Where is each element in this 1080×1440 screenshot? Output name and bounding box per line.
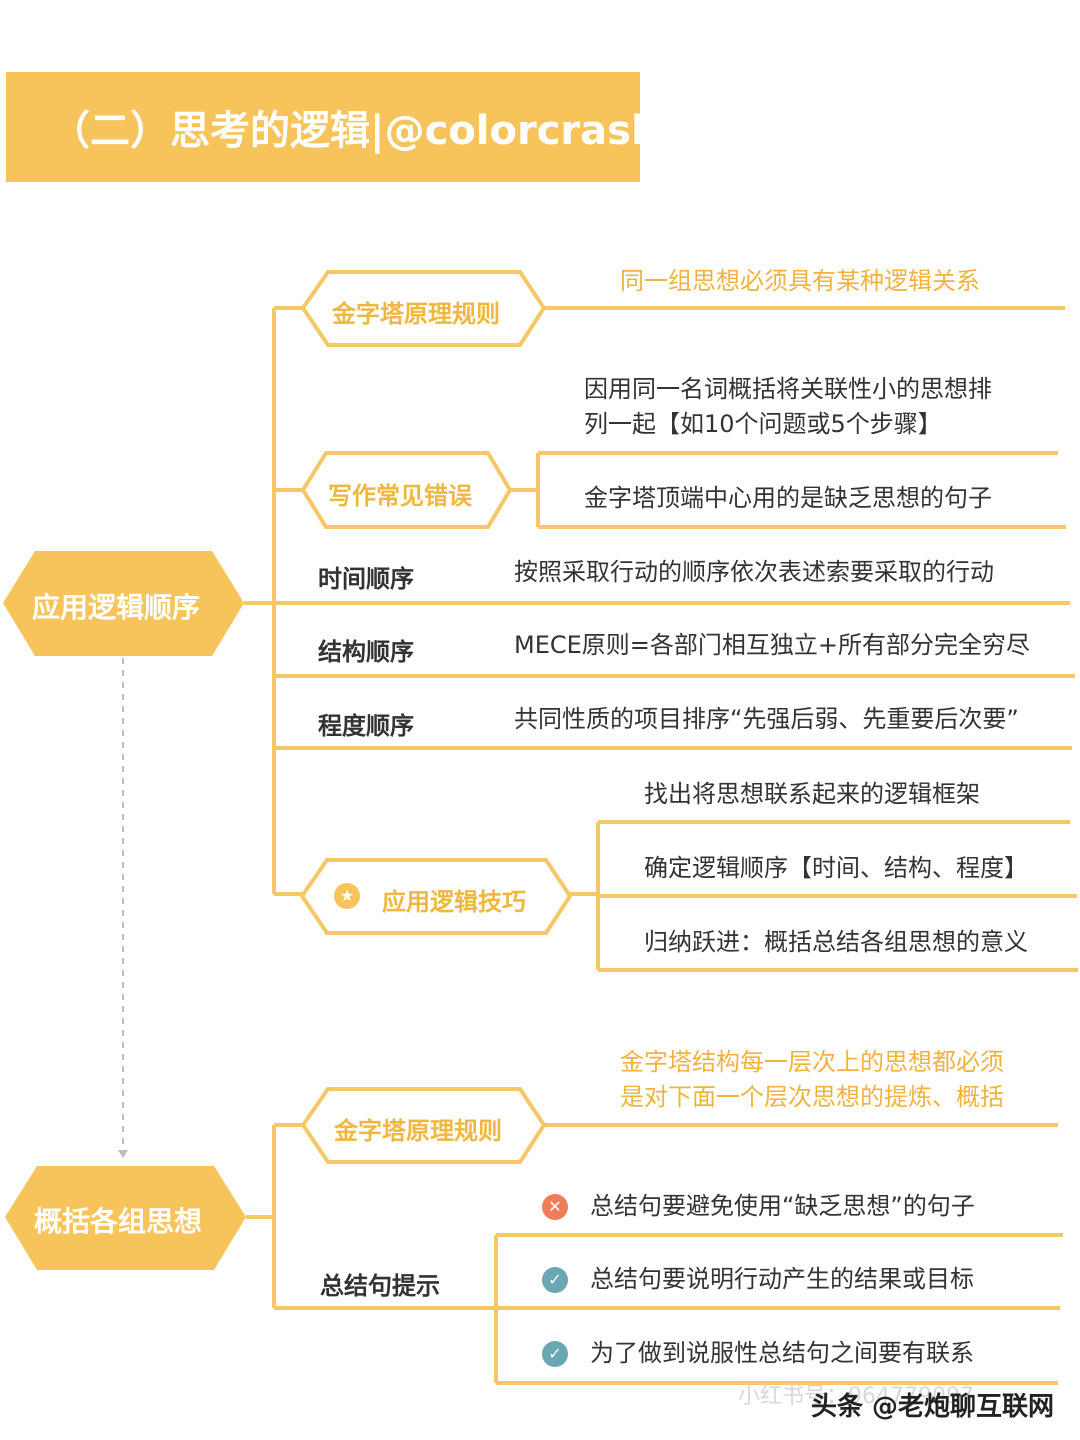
error-item: 因用同一名词概括将关联性小的思想排	[584, 375, 992, 403]
root-node-apply-order: 应用逻辑顺序	[32, 591, 201, 624]
node-common-errors: 写作常见错误	[328, 482, 472, 510]
node-pyramid-rule: 金字塔原理规则	[332, 300, 500, 328]
skill-item: 归纳跃进：概括总结各组思想的意义	[644, 928, 1028, 956]
rule-text: 同一组思想必须具有某种逻辑关系	[620, 267, 980, 295]
node-hexagon	[300, 270, 547, 347]
order-label-structure: 结构顺序	[318, 638, 414, 666]
summary-item: 总结句要避免使用“缺乏思想”的句子	[590, 1192, 975, 1220]
check-icon: ✓	[542, 1267, 568, 1293]
order-text-structure: MECE原则=各部门相互独立+所有部分完全穷尽	[514, 631, 1031, 659]
root-hexagon	[5, 1166, 246, 1270]
node-pyramid-rule-2: 金字塔原理规则	[334, 1117, 502, 1145]
arrow-down-icon	[118, 1150, 128, 1158]
skill-item: 确定逻辑顺序【时间、结构、程度】	[644, 854, 1028, 882]
rule-text-line: 金字塔结构每一层次上的思想都必须	[620, 1048, 1004, 1076]
node-hexagon	[300, 451, 513, 529]
footer-credit: 头条 @老炮聊互联网	[810, 1392, 1054, 1422]
skill-item: 找出将思想联系起来的逻辑框架	[644, 780, 980, 808]
star-icon: ★	[334, 883, 360, 909]
order-label-time: 时间顺序	[318, 565, 414, 593]
watermark-text: 小红书号：964779097	[738, 1384, 974, 1409]
error-item: 金字塔顶端中心用的是缺乏思想的句子	[584, 484, 992, 512]
check-icon: ✓	[542, 1341, 568, 1367]
error-item: 列一起【如10个问题或5个步骤】	[584, 410, 942, 438]
rule-text-line: 是对下面一个层次思想的提炼、概括	[620, 1083, 1004, 1111]
page-title: （二）思考的逻辑|@colorcrash	[50, 108, 660, 154]
node-hexagon	[299, 858, 573, 935]
summary-item: 为了做到说服性总结句之间要有联系	[590, 1339, 974, 1367]
summary-item: 总结句要说明行动产生的结果或目标	[590, 1265, 974, 1293]
x-icon: ✕	[542, 1194, 568, 1220]
node-summary-tips: 总结句提示	[320, 1272, 440, 1300]
node-hexagon	[300, 1087, 547, 1164]
order-text-time: 按照采取行动的顺序依次表述索要采取的行动	[514, 558, 994, 586]
order-text-degree: 共同性质的项目排序“先强后弱、先重要后次要”	[514, 705, 1019, 733]
root-hexagon	[3, 551, 244, 656]
root-node-summarize: 概括各组思想	[34, 1205, 203, 1238]
order-label-degree: 程度顺序	[318, 712, 414, 740]
title-banner: （二）思考的逻辑|@colorcrash	[6, 72, 659, 182]
node-apply-skills: 应用逻辑技巧	[382, 888, 526, 916]
